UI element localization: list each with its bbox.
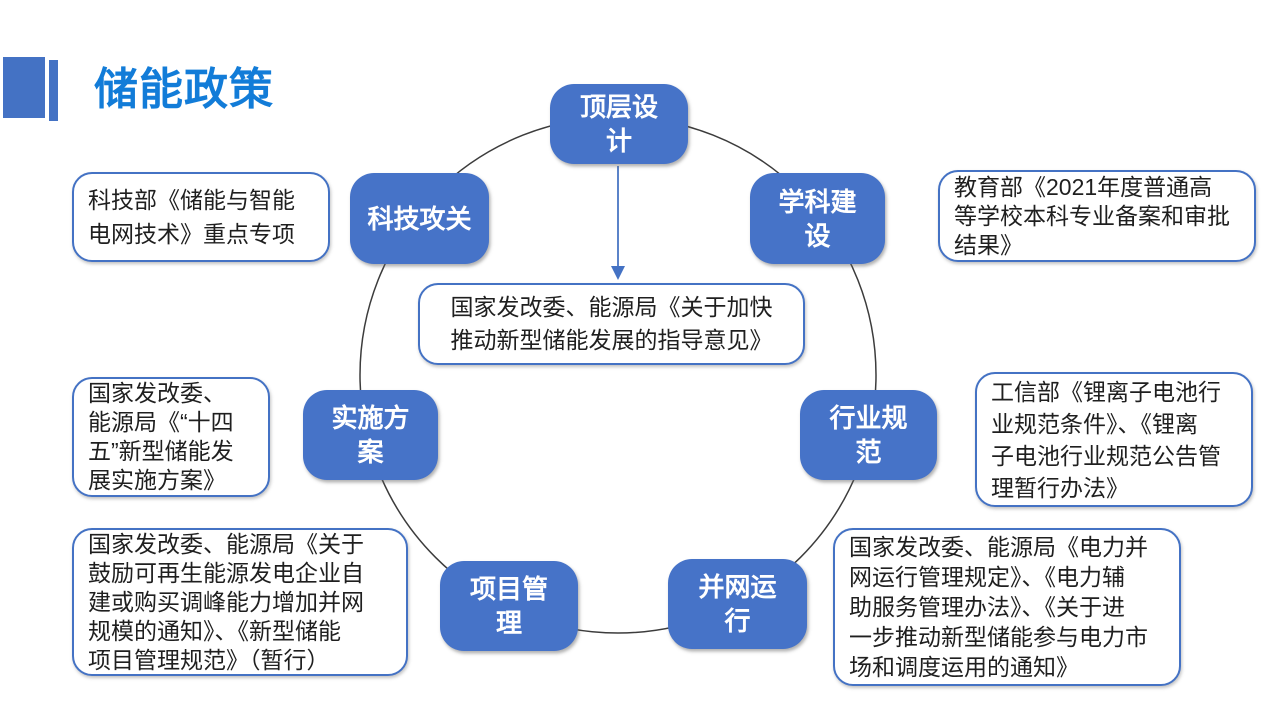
policy-box-discipline: 教育部《2021年度普通高 等学校本科专业备案和审批 结果》 (938, 170, 1256, 262)
page-title: 储能政策 (94, 65, 274, 114)
policy-box-industry-standard: 工信部《锂离子电池行 业规范条件》、《锂离 子电池行业规范公告管 理暂行办法》 (975, 372, 1253, 507)
node-discipline-construction: 学科建 设 (750, 173, 885, 264)
title-accent-bar (49, 60, 58, 121)
title-accent-square (3, 57, 45, 118)
node-top-level-design: 顶层设 计 (550, 84, 688, 164)
node-tech-research: 科技攻关 (350, 173, 489, 264)
node-project-management: 项目管 理 (440, 561, 578, 651)
arrowhead-icon (611, 266, 625, 280)
policy-box-tech-research: 科技部《储能与智能 电网技术》重点专项 (72, 172, 330, 262)
node-industry-standard: 行业规 范 (800, 390, 937, 480)
node-implementation-plan: 实施方 案 (303, 390, 438, 480)
policy-box-grid-operation: 国家发改委、能源局《电力并 网运行管理规定》、《电力辅 助服务管理办法》、《关于… (833, 528, 1181, 686)
policy-box-project-management: 国家发改委、能源局《关于 鼓励可再生能源发电企业自 建或购买调峰能力增加并网 规… (72, 528, 408, 676)
node-grid-operation: 并网运 行 (668, 559, 807, 649)
policy-box-central-guidance: 国家发改委、能源局《关于加快 推动新型储能发展的指导意见》 (418, 283, 805, 365)
policy-box-implementation: 国家发改委、 能源局《“十四 五”新型储能发 展实施方案》 (72, 377, 270, 497)
